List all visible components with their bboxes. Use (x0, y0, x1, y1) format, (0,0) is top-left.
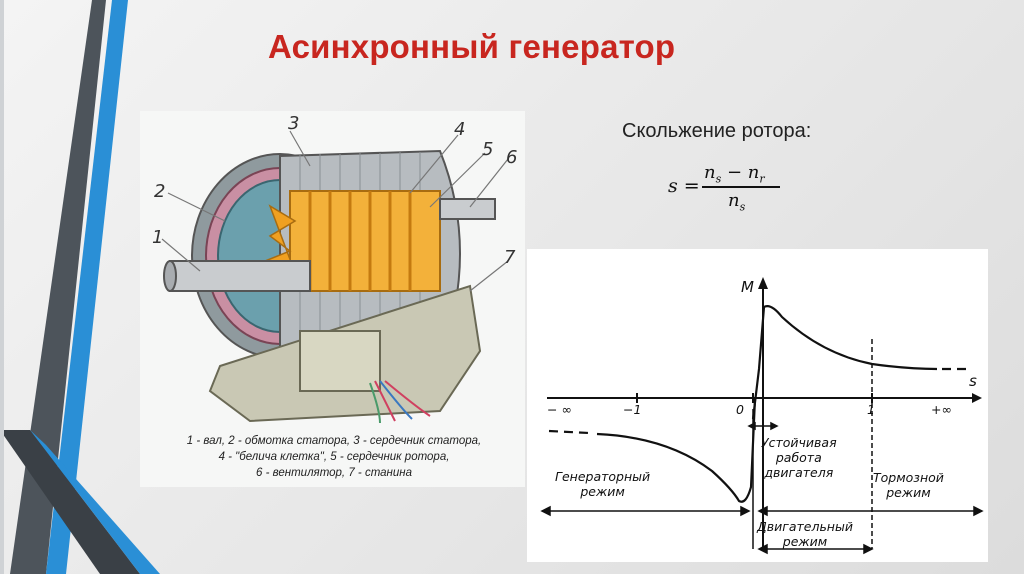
x-axis-label: s (969, 372, 977, 390)
region-brake: Тормозной режим (873, 470, 944, 500)
formula-lhs: s = (668, 175, 700, 197)
formula-numerator: ns − nr (704, 162, 765, 186)
tick-neg-inf: − ∞ (547, 402, 572, 417)
callout-3: 3 (288, 113, 299, 134)
callout-2: 2 (154, 181, 165, 202)
generator-illustration: 1 2 3 4 5 6 7 (152, 113, 517, 424)
decorative-stripes (0, 0, 160, 574)
slip-label: Скольжение ротора: (622, 120, 812, 142)
caption-line-1: 1 - вал, 2 - обмотка статора, 3 - сердеч… (186, 435, 482, 447)
caption-line-2: 4 - "белича клетка", 5 - сердечник ротор… (218, 451, 450, 463)
x-axis-arrow (972, 393, 982, 403)
tick-zero: 0 (736, 402, 744, 417)
callout-6: 6 (506, 147, 517, 168)
y-axis-label: M (741, 278, 754, 296)
callout-1: 1 (152, 227, 163, 248)
curve-motor-brake (751, 305, 938, 420)
region-motor: Двигательный режим (757, 519, 853, 549)
caption-line-3: 6 - вентилятор, 7 - станина (256, 467, 412, 479)
curve-generator (596, 398, 757, 503)
callout-5: 5 (482, 139, 493, 160)
parts-caption: 1 - вал, 2 - обмотка статора, 3 - сердеч… (154, 433, 514, 481)
slip-formula: s = ns − nr ns (668, 158, 788, 228)
callout-4: 4 (454, 119, 465, 140)
tick-neg-one: −1 (623, 402, 642, 417)
callout-7: 7 (504, 247, 516, 268)
slide-title: Асинхронный генератор (268, 28, 676, 65)
torque-slip-graph: M s − ∞ −1 0 1 +∞ Генераторный режим Уст… (527, 249, 988, 562)
generator-cutaway-image: 1 2 3 4 5 6 7 1 - вал, 2 - обмотка стато… (140, 111, 525, 487)
tick-one: 1 (867, 402, 875, 417)
tick-pos-inf: +∞ (931, 402, 952, 417)
fraction-bar (702, 186, 780, 188)
region-stable: Устойчивая работа двигателя (761, 435, 837, 480)
formula-denominator: ns (728, 190, 746, 214)
y-axis-arrow (758, 277, 768, 289)
region-generator: Генераторный режим (555, 469, 651, 499)
torque-slip-curve (540, 277, 984, 555)
